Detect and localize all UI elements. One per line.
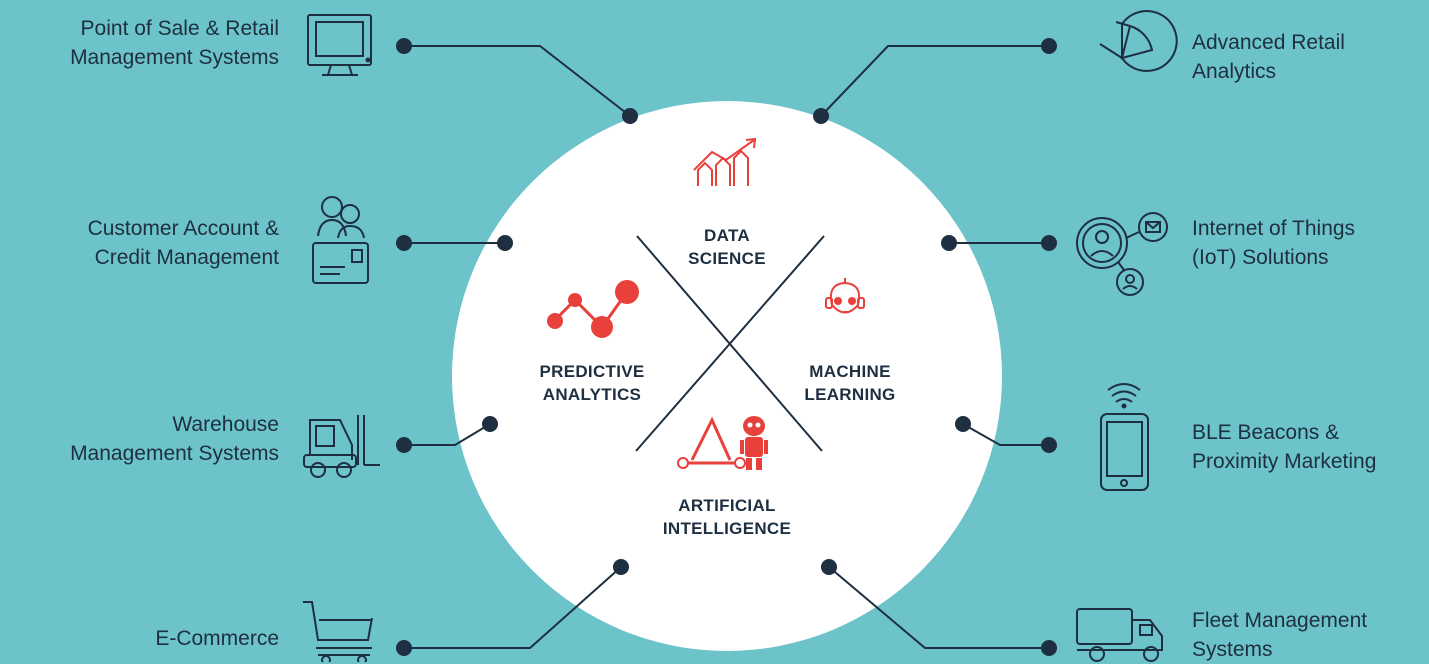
dot-iot-outer <box>1041 235 1057 251</box>
dot-customer-account-outer <box>396 235 412 251</box>
center-divider <box>635 235 825 452</box>
dot-warehouse-outer <box>396 437 412 453</box>
dot-retail-analytics-inner <box>813 108 829 124</box>
label-pos-retail: Point of Sale & Retail Management System… <box>70 17 279 69</box>
dot-pos-retail-inner <box>622 108 638 124</box>
robot-head-icon <box>825 278 865 314</box>
category-artificial-intelligence: ARTIFICIAL INTELLIGENCE <box>662 496 792 538</box>
connector-warehouse <box>404 423 491 446</box>
monitor-icon <box>307 14 372 76</box>
connector-ecommerce <box>404 566 622 649</box>
shopping-cart-icon <box>303 601 373 662</box>
dot-ecommerce-inner <box>613 559 629 575</box>
dot-fleet-inner <box>821 559 837 575</box>
connector-retail-analytics <box>820 45 1049 117</box>
ai-robot-icon <box>677 416 768 470</box>
label-fleet: Fleet Management Systems <box>1192 609 1368 661</box>
category-machine-learning: MACHINE LEARNING <box>804 362 896 404</box>
connected-dots-icon <box>547 280 639 338</box>
label-retail-analytics: Advanced Retail Analytics <box>1192 31 1345 83</box>
label-customer-account: Customer Account & Credit Management <box>87 217 279 269</box>
connector-pos-retail <box>404 45 631 117</box>
pie-chart-icon <box>1099 10 1178 72</box>
dot-ecommerce-outer <box>396 640 412 656</box>
network-users-icon <box>1076 212 1168 296</box>
delivery-truck-icon <box>1076 608 1163 662</box>
dot-customer-account-inner <box>497 235 513 251</box>
center-circle <box>452 101 1002 651</box>
label-ble-beacons: BLE Beacons & Proximity Marketing <box>1192 421 1377 473</box>
connectors <box>404 45 1049 649</box>
label-iot: Internet of Things (IoT) Solutions <box>1192 217 1356 269</box>
bar-line-chart-icon <box>693 137 757 186</box>
connector-dots <box>396 38 1057 656</box>
label-ecommerce: E-Commerce <box>155 627 279 650</box>
dot-pos-retail-outer <box>396 38 412 54</box>
smartphone-wifi-icon <box>1100 383 1149 491</box>
dot-ble-outer <box>1041 437 1057 453</box>
connector-fleet <box>828 566 1049 649</box>
dot-retail-analytics-outer <box>1041 38 1057 54</box>
connector-ble <box>962 423 1049 446</box>
forklift-icon <box>303 415 380 478</box>
category-predictive-analytics: PREDICTIVE ANALYTICS <box>539 362 645 404</box>
dot-fleet-outer <box>1041 640 1057 656</box>
dot-ble-inner <box>955 416 971 432</box>
dot-warehouse-inner <box>482 416 498 432</box>
label-warehouse: Warehouse Management Systems <box>70 413 279 465</box>
customer-card-icon <box>312 196 369 284</box>
category-data-science: DATA SCIENCE <box>688 226 766 268</box>
dot-iot-inner <box>941 235 957 251</box>
